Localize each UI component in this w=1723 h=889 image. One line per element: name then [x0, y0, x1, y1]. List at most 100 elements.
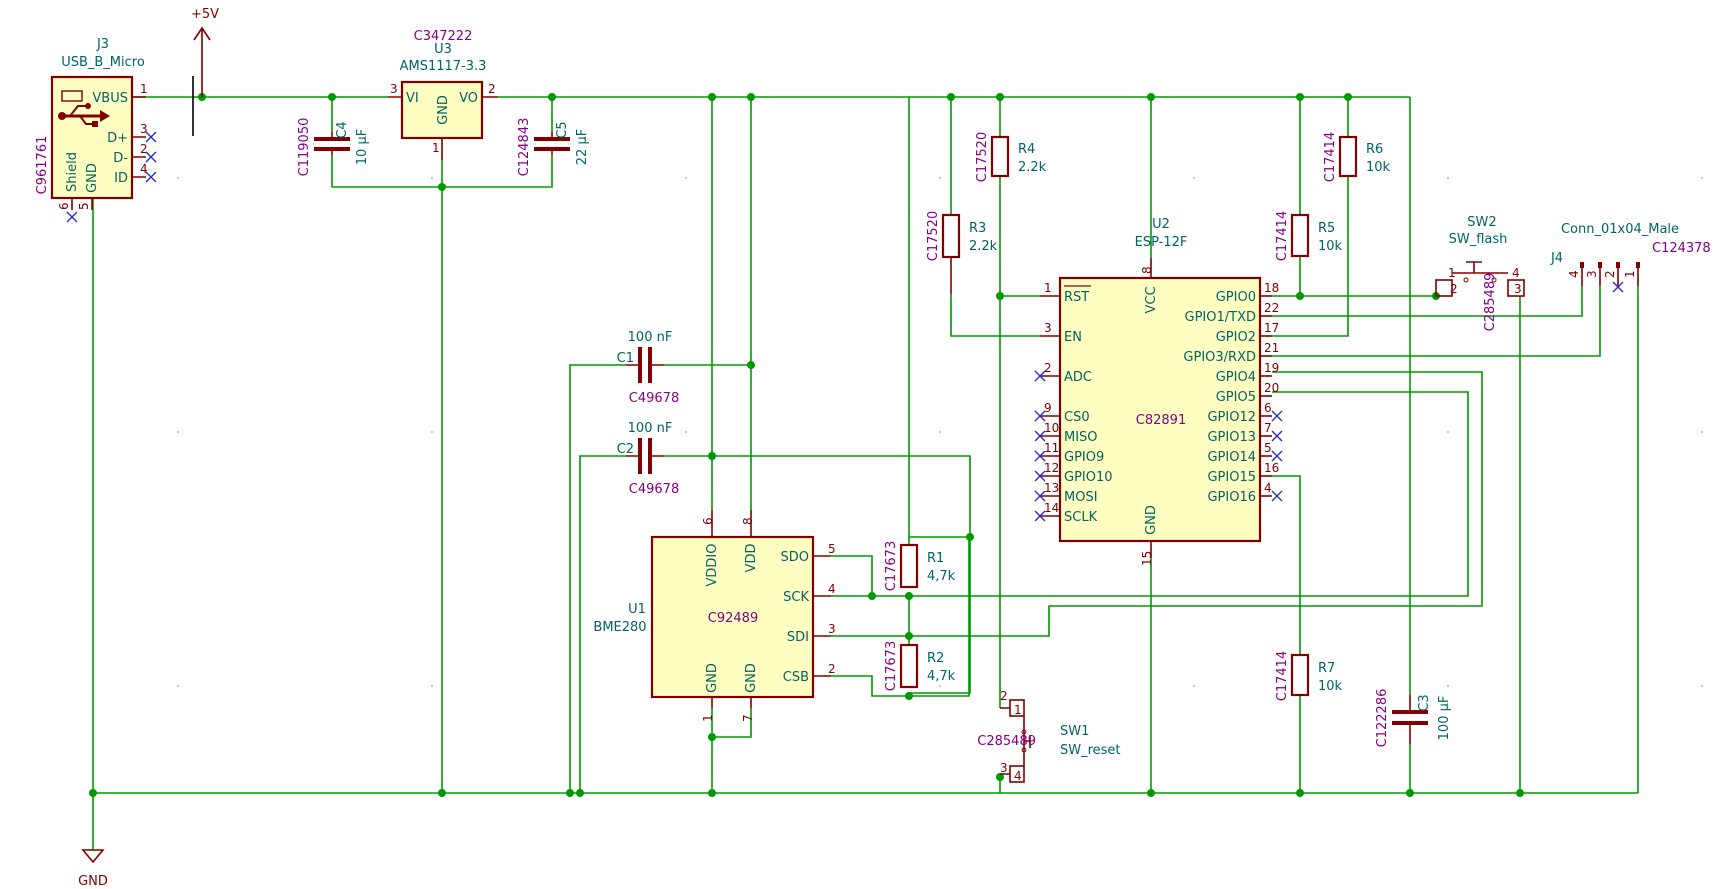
c2-ref: C2 [617, 442, 634, 457]
u2-pin-gpio3rxd: GPIO3/RXD [1183, 350, 1256, 365]
usb-connector-j3: J3 USB_B_Micro C961761 VBUS D+ D- ID Shi… [35, 37, 157, 223]
j4-num-4: 4 [1567, 270, 1581, 278]
grid-dot [176, 176, 180, 180]
u2-num-gpio13: 7 [1264, 421, 1272, 435]
j3-pin-dm: D- [113, 151, 128, 166]
u3-num-vi: 3 [390, 82, 398, 96]
r3-lcsc: C17520 [926, 211, 941, 261]
r7-lcsc: C17414 [1275, 651, 1290, 701]
grid-dot [430, 176, 434, 180]
u1-num-vddio: 6 [701, 517, 715, 525]
r2-value: 4,7k [927, 669, 956, 684]
sensor-u1-bme280: VDDIO VDD SDO SCK SDI CSB GND GND C92489… [593, 510, 836, 722]
c2-value: 100 nF [628, 421, 673, 436]
usb-icon [58, 90, 110, 127]
u1-pin-vdd: VDD [744, 544, 759, 573]
no-connect-mark [1271, 410, 1283, 422]
wires [92, 96, 1639, 850]
capacitor-c1: 100 nF C1 C49678 [617, 330, 680, 406]
u2-num-gpio3rxd: 21 [1264, 341, 1279, 355]
sw1-num-4: 4 [1014, 769, 1022, 783]
u3-pin-vi: VI [406, 91, 419, 106]
u2-pin-gpio2: GPIO2 [1216, 330, 1256, 345]
r1-value: 4,7k [927, 569, 956, 584]
u2-right-pins: GPIO018GPIO1/TXD22GPIO217GPIO3/RXD21GPIO… [1183, 281, 1283, 505]
u2-pin-cs0: CS0 [1064, 410, 1090, 425]
c5-ref: C5 [555, 121, 570, 138]
u1-lcsc: C92489 [708, 611, 758, 626]
j4-num-1: 1 [1623, 270, 1637, 278]
r5-ref: R5 [1318, 221, 1335, 236]
r2-lcsc: C17673 [884, 641, 899, 691]
u3-num-gnd: 1 [432, 141, 440, 155]
u1-pin-csb: CSB [783, 670, 809, 685]
r5-lcsc: C17414 [1275, 211, 1290, 261]
j3-pin-dp: D+ [107, 131, 128, 146]
u2-pin-gpio15: GPIO15 [1207, 470, 1256, 485]
u2-num-mosi: 13 [1044, 481, 1059, 495]
no-connect-mark [1034, 510, 1046, 522]
j3-pin-gnd: GND [85, 163, 100, 193]
u1-pin-sdi: SDI [787, 630, 809, 645]
u1-pin-sck: SCK [783, 590, 809, 605]
resistor-r7: R7 10k C17414 [1275, 651, 1343, 701]
u1-pin-gnd1: GND [705, 663, 720, 693]
u2-lcsc: C82891 [1136, 413, 1186, 428]
u2-num-gpio1txd: 22 [1264, 301, 1279, 315]
no-connect-mark [1271, 490, 1283, 502]
r4-lcsc: C17520 [975, 132, 990, 182]
sw1-num-1: 1 [1014, 703, 1022, 717]
u2-pin-vcc: VCC [1144, 286, 1159, 313]
u2-pin-gpio1txd: GPIO1/TXD [1185, 310, 1257, 325]
u2-num-vcc: 8 [1140, 266, 1154, 274]
j4-num-2: 2 [1603, 270, 1617, 278]
u1-num-gnd1: 1 [701, 714, 715, 722]
r7-value: 10k [1318, 679, 1343, 694]
u2-pin-adc: ADC [1064, 370, 1092, 385]
c4-value: 10 µF [355, 129, 370, 165]
j4-num-3: 3 [1585, 270, 1599, 278]
sw1-num-2: 2 [1000, 689, 1008, 703]
sw1-lcsc: C285489 [977, 734, 1036, 749]
r1-lcsc: C17673 [884, 541, 899, 591]
u1-num-csb: 2 [828, 662, 836, 676]
r5-value: 10k [1318, 239, 1343, 254]
u2-pin-gpio4: GPIO4 [1216, 370, 1256, 385]
u2-num-miso: 10 [1044, 421, 1059, 435]
sw2-num-2: 2 [1450, 282, 1458, 296]
j4-value: Conn_01x04_Male [1561, 222, 1679, 237]
u2-num-gpio15: 16 [1264, 461, 1279, 475]
u2-pin-gpio0: GPIO0 [1216, 290, 1256, 305]
u1-num-gnd2: 7 [741, 714, 755, 722]
u1-num-sdi: 3 [828, 622, 836, 636]
c1-value: 100 nF [628, 330, 673, 345]
j3-value: USB_B_Micro [61, 55, 145, 70]
no-connect-mark [1034, 450, 1046, 462]
u2-value: ESP-12F [1135, 235, 1188, 250]
r1-ref: R1 [927, 551, 944, 566]
u1-value: BME280 [593, 620, 646, 635]
u2-pin-sclk: SCLK [1064, 510, 1098, 525]
sw1-num-3: 3 [1000, 761, 1008, 775]
c5-lcsc: C124843 [517, 118, 532, 177]
u3-pin-gnd: GND [436, 95, 451, 125]
no-connect-mark [1034, 410, 1046, 422]
j3-num-shield: 6 [57, 202, 71, 210]
c3-value: 100 µF [1437, 696, 1452, 741]
u1-num-sdo: 5 [828, 542, 836, 556]
vcc-power-symbol: +5V [191, 7, 219, 136]
sw2-num-1: 1 [1448, 266, 1456, 280]
c5-value: 22 µF [575, 129, 590, 165]
grid-dot [176, 684, 180, 688]
grid-dot [938, 176, 942, 180]
sw2-lcsc: C285489 [1483, 273, 1498, 332]
u3-ref: U3 [434, 42, 452, 57]
u1-pin-gnd2: GND [744, 663, 759, 693]
flash-switch-sw2: SW2 SW_flash 1 2 4 3 C285489 [1435, 215, 1525, 332]
u2-pin-gpio14: GPIO14 [1207, 450, 1256, 465]
u2-num-gpio10: 12 [1044, 461, 1059, 475]
grid-dot [1192, 176, 1196, 180]
sw2-value: SW_flash [1449, 232, 1508, 247]
u2-num-gpio14: 5 [1264, 441, 1272, 455]
